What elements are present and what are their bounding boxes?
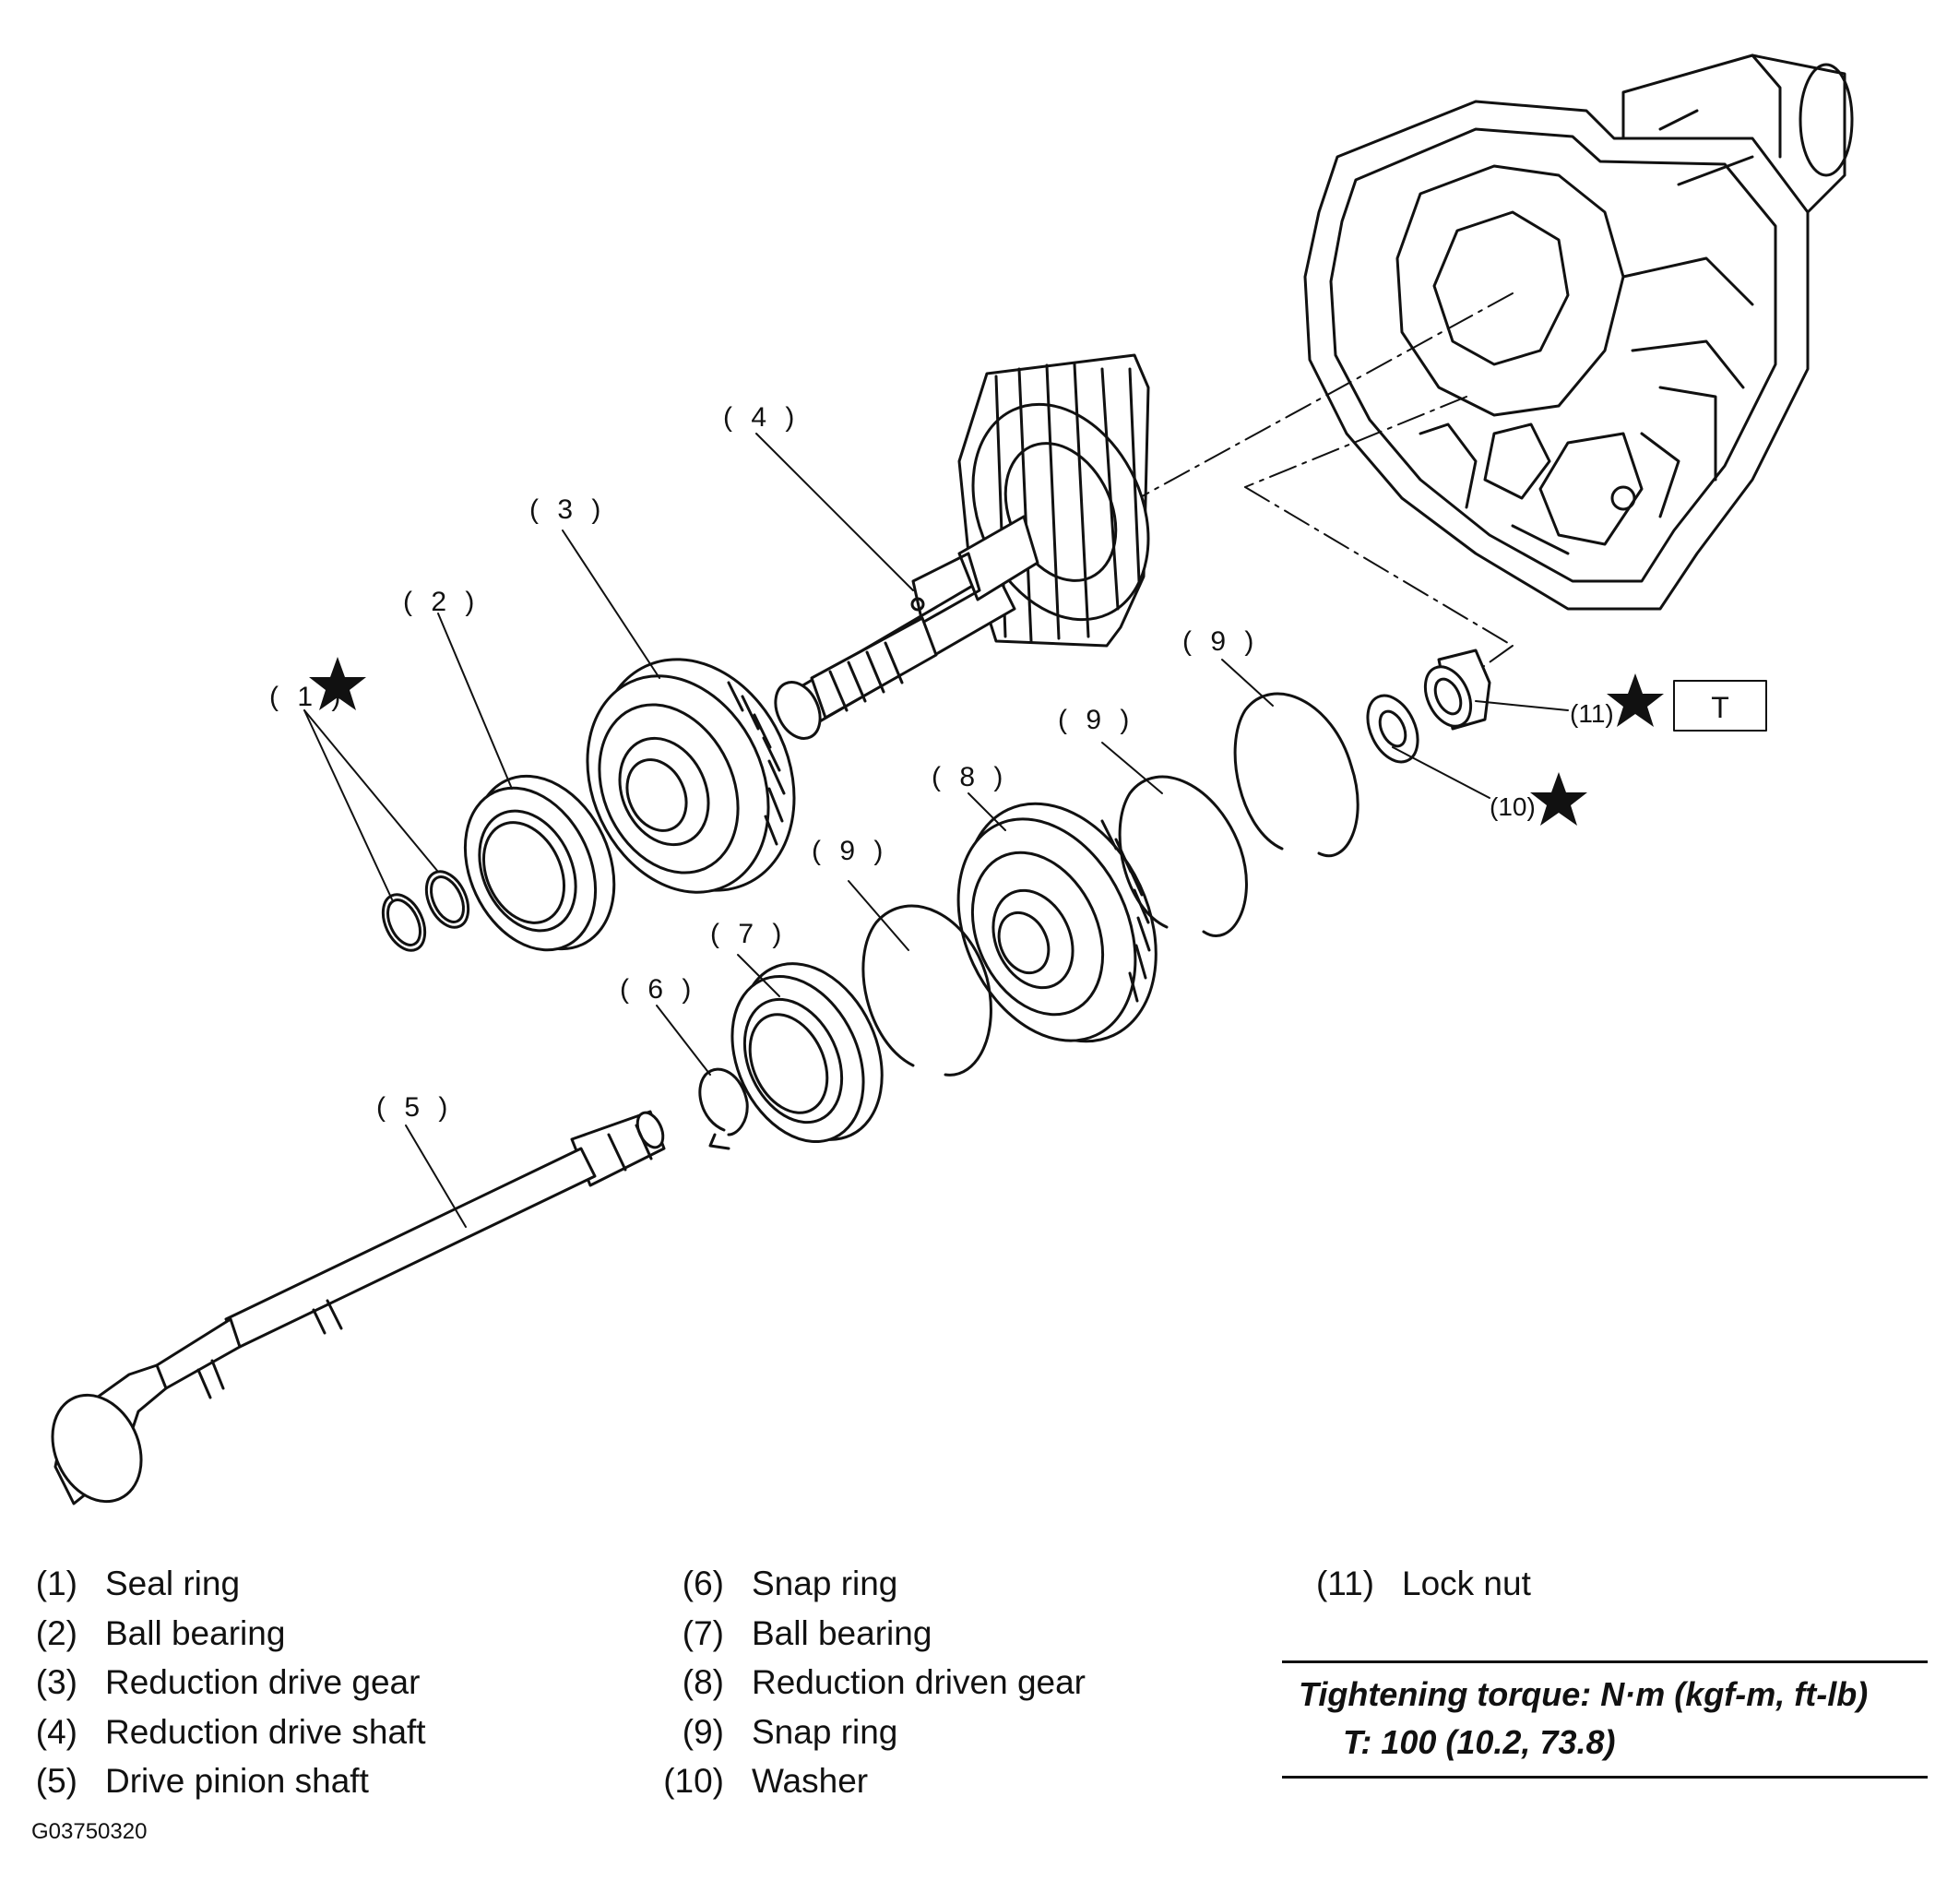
legend-item-label: Washer (752, 1762, 869, 1800)
star-icon (309, 657, 366, 710)
torque-heading: Tightening torque: N·m (kgf-m, ft-lb) (1299, 1675, 1869, 1713)
legend-item-number: (2) (35, 1613, 77, 1652)
legend-item: (8) Reduction driven gear (646, 1658, 1086, 1708)
callout-4: ( 4 ) (723, 402, 800, 433)
torque-marker-label: T (1711, 691, 1729, 724)
legend-item-number: (8) (682, 1663, 724, 1701)
legend-item-label: Lock nut (1402, 1565, 1531, 1602)
exploded-view-diagram: ( 1 ) ( 2 ) ( 3 ) ( 4 ) ( 5 ) ( 6 ) ( 7 … (51, 54, 1854, 1505)
legend-item-label: Drive pinion shaft (105, 1762, 369, 1800)
snap-rings (861, 692, 1359, 1077)
callout-7: ( 7 ) (710, 919, 787, 949)
callout-labels: ( 1 ) ( 2 ) ( 3 ) ( 4 ) ( 5 ) ( 6 ) ( 7 … (269, 402, 1614, 1123)
star-icon (1530, 772, 1587, 826)
callout-9a: ( 9 ) (812, 836, 888, 866)
legend-item-label: Ball bearing (752, 1613, 932, 1652)
legend-item: (5) Drive pinion shaft (31, 1756, 426, 1806)
torque-value: T: 100 (10.2, 73.8) (1343, 1723, 1616, 1761)
callout-11: (11) (1570, 699, 1614, 728)
legend-item-number: (6) (682, 1565, 724, 1602)
legend-column-3: (11) Lock nut (1310, 1559, 1531, 1609)
ball-bearing-2 (463, 774, 616, 952)
legend-item-label: Snap ring (752, 1565, 898, 1602)
legend-item-label: Reduction drive gear (105, 1663, 421, 1701)
legend-item-number: (5) (35, 1762, 77, 1800)
legend-item-number: (7) (682, 1613, 724, 1652)
legend-item: (4) Reduction drive shaft (31, 1708, 426, 1757)
legend-item-number: (3) (35, 1663, 77, 1701)
legend-item: (1) Seal ring (31, 1559, 426, 1609)
legend-item: (6) Snap ring (646, 1559, 1086, 1609)
legend-item-number: (4) (35, 1712, 77, 1751)
assembly-axis-lines (1124, 292, 1514, 670)
callout-6: ( 6 ) (620, 974, 696, 1005)
legend-item-number: (10) (663, 1762, 724, 1800)
replace-star-marks (309, 657, 1664, 826)
legend-item-number: (1) (35, 1565, 77, 1602)
transmission-housing (1303, 54, 1854, 611)
legend-item-label: Reduction drive shaft (105, 1712, 426, 1751)
tightening-torque-box: Tightening torque: N·m (kgf-m, ft-lb) T:… (1282, 1660, 1928, 1779)
torque-marker: T (1673, 680, 1767, 732)
callout-2: ( 2 ) (403, 587, 480, 617)
legend-item: (10) Washer (646, 1756, 1086, 1806)
callout-9c: ( 9 ) (1182, 626, 1259, 657)
callout-9b: ( 9 ) (1058, 705, 1134, 735)
legend-column-2: (6) Snap ring (7) Ball bearing (8) Reduction … (646, 1559, 1086, 1806)
star-icon (1607, 673, 1664, 727)
legend-item: (2) Ball bearing (31, 1609, 426, 1659)
legend-item: (3) Reduction drive gear (31, 1658, 426, 1708)
callout-10: (10) (1490, 792, 1536, 821)
drive-pinion-shaft (51, 1110, 666, 1505)
ball-bearing-7 (730, 962, 884, 1144)
legend-column-1: (1) Seal ring (2) Ball bearing (3) Reduction … (31, 1559, 426, 1806)
callout-8: ( 8 ) (932, 762, 1008, 792)
washer-and-lock-nut (1366, 649, 1491, 764)
legend-item-number: (9) (682, 1712, 724, 1751)
legend-item-label: Reduction driven gear (752, 1663, 1086, 1701)
leader-lines (303, 433, 1569, 1228)
legend-item: (7) Ball bearing (646, 1609, 1086, 1659)
reduction-drive-shaft (774, 353, 1150, 740)
legend-item-number: (11) (1315, 1565, 1374, 1602)
callout-5: ( 5 ) (376, 1092, 453, 1123)
seal-rings (381, 870, 470, 952)
legend-item: (11) Lock nut (1310, 1559, 1531, 1609)
snap-ring-6 (698, 1067, 749, 1150)
callout-3: ( 3 ) (529, 494, 606, 525)
reduction-driven-gear (956, 802, 1158, 1043)
legend-item-label: Seal ring (105, 1565, 241, 1602)
reduction-drive-gear (586, 658, 796, 894)
legend-item-label: Ball bearing (105, 1613, 286, 1652)
figure-code: G03750320 (31, 1819, 148, 1844)
legend-item-label: Snap ring (752, 1712, 898, 1751)
legend-item: (9) Snap ring (646, 1708, 1086, 1757)
